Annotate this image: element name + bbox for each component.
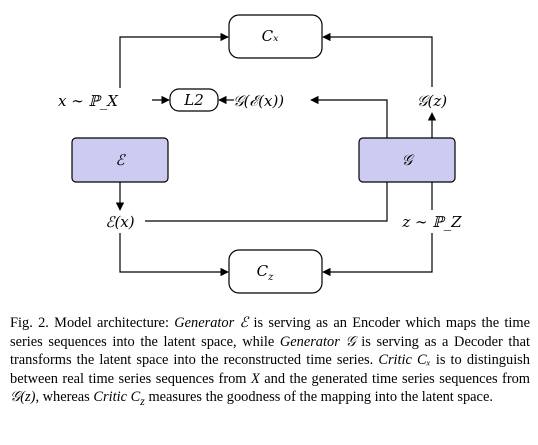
generator-label: 𝒢 [402, 151, 415, 169]
z-distribution-label: z ∼ ℙ_Z [401, 213, 462, 231]
l2-node: L2 [169, 88, 219, 112]
g-z-label: 𝒢(z) [417, 92, 447, 110]
encoder-label: ℰ [115, 151, 126, 169]
edge-x-to-critic-x [119, 32, 229, 88]
l2-label: L2 [183, 91, 204, 109]
figure-caption: Fig. 2. Model architecture: Generator ℰ … [10, 315, 530, 409]
encoder-node: ℰ [71, 137, 169, 183]
figure-number: Fig. 2. [10, 315, 49, 331]
edge-z-to-critic-z [322, 233, 433, 277]
critic-z-node: Cz [228, 249, 323, 294]
g-e-x-label: 𝒢(ℰ(x)) [233, 92, 284, 110]
edge-ex-to-generator [145, 182, 388, 222]
edge-ex-to-critic-z [119, 233, 229, 277]
edge-gz-to-critic-x [322, 32, 433, 87]
architecture-diagram: Cₓ L2 ℰ 𝒢 Cz x ∼ ℙ_X 𝒢(ℰ(x)) 𝒢(z) ℰ(x) z… [58, 14, 462, 294]
x-distribution-label: x ∼ ℙ_X [58, 92, 119, 110]
edge-generator-to-gex [310, 95, 388, 138]
e-x-label: ℰ(x) [105, 213, 134, 231]
generator-node: 𝒢 [358, 137, 456, 183]
critic-x-label: Cₓ [262, 27, 279, 45]
critic-x-node: Cₓ [228, 14, 323, 59]
